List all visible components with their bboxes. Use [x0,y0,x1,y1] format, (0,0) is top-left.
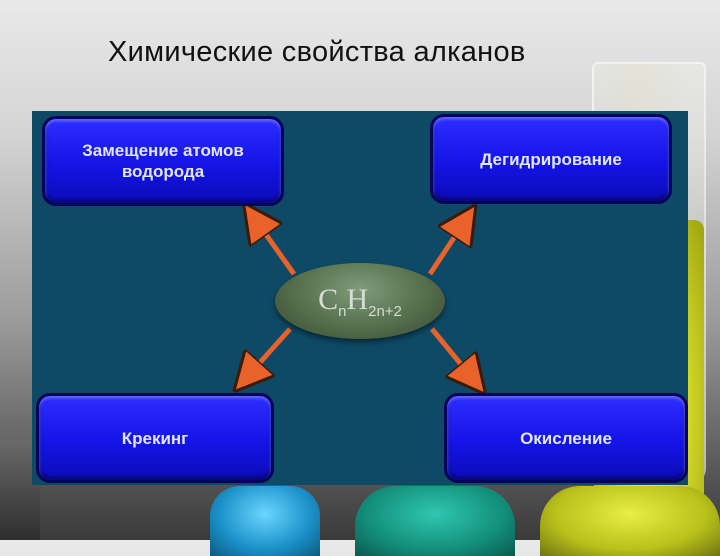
box-hydrogen-substitution-label: Замещение атомов водорода [82,141,244,181]
background-flask-blue [210,486,320,556]
box-oxidation-label: Окисление [520,428,612,448]
box-oxidation: Окисление [444,393,688,483]
box-hydrogen-substitution: Замещение атомов водорода [42,116,284,206]
box-dehydrogenation: Дегидрирование [430,114,672,204]
formula-carbon: C [318,282,339,316]
box-cracking: Крекинг [36,393,274,483]
arrow-top-right [427,221,465,276]
arrow-bottom-right [430,327,473,379]
formula-carbon-subscript: n [338,302,347,320]
diagram-panel: Замещение атомов водорода Дегидрирование… [32,111,688,485]
alkane-formula: CnH2n+2 [318,283,402,320]
alkane-formula-node: CnH2n+2 [275,263,445,339]
background-flask-yellow [540,486,720,556]
box-dehydrogenation-label: Дегидрирование [480,149,622,169]
arrow-top-left [255,219,297,276]
box-cracking-label: Крекинг [121,428,189,448]
formula-hydrogen-subscript: 2n+2 [368,302,402,320]
background-flask-teal [355,486,515,556]
arrow-bottom-left [247,327,292,377]
slide-title: Химические свойства алканов [108,36,526,68]
arrows [32,111,688,485]
formula-hydrogen: H [346,282,369,316]
